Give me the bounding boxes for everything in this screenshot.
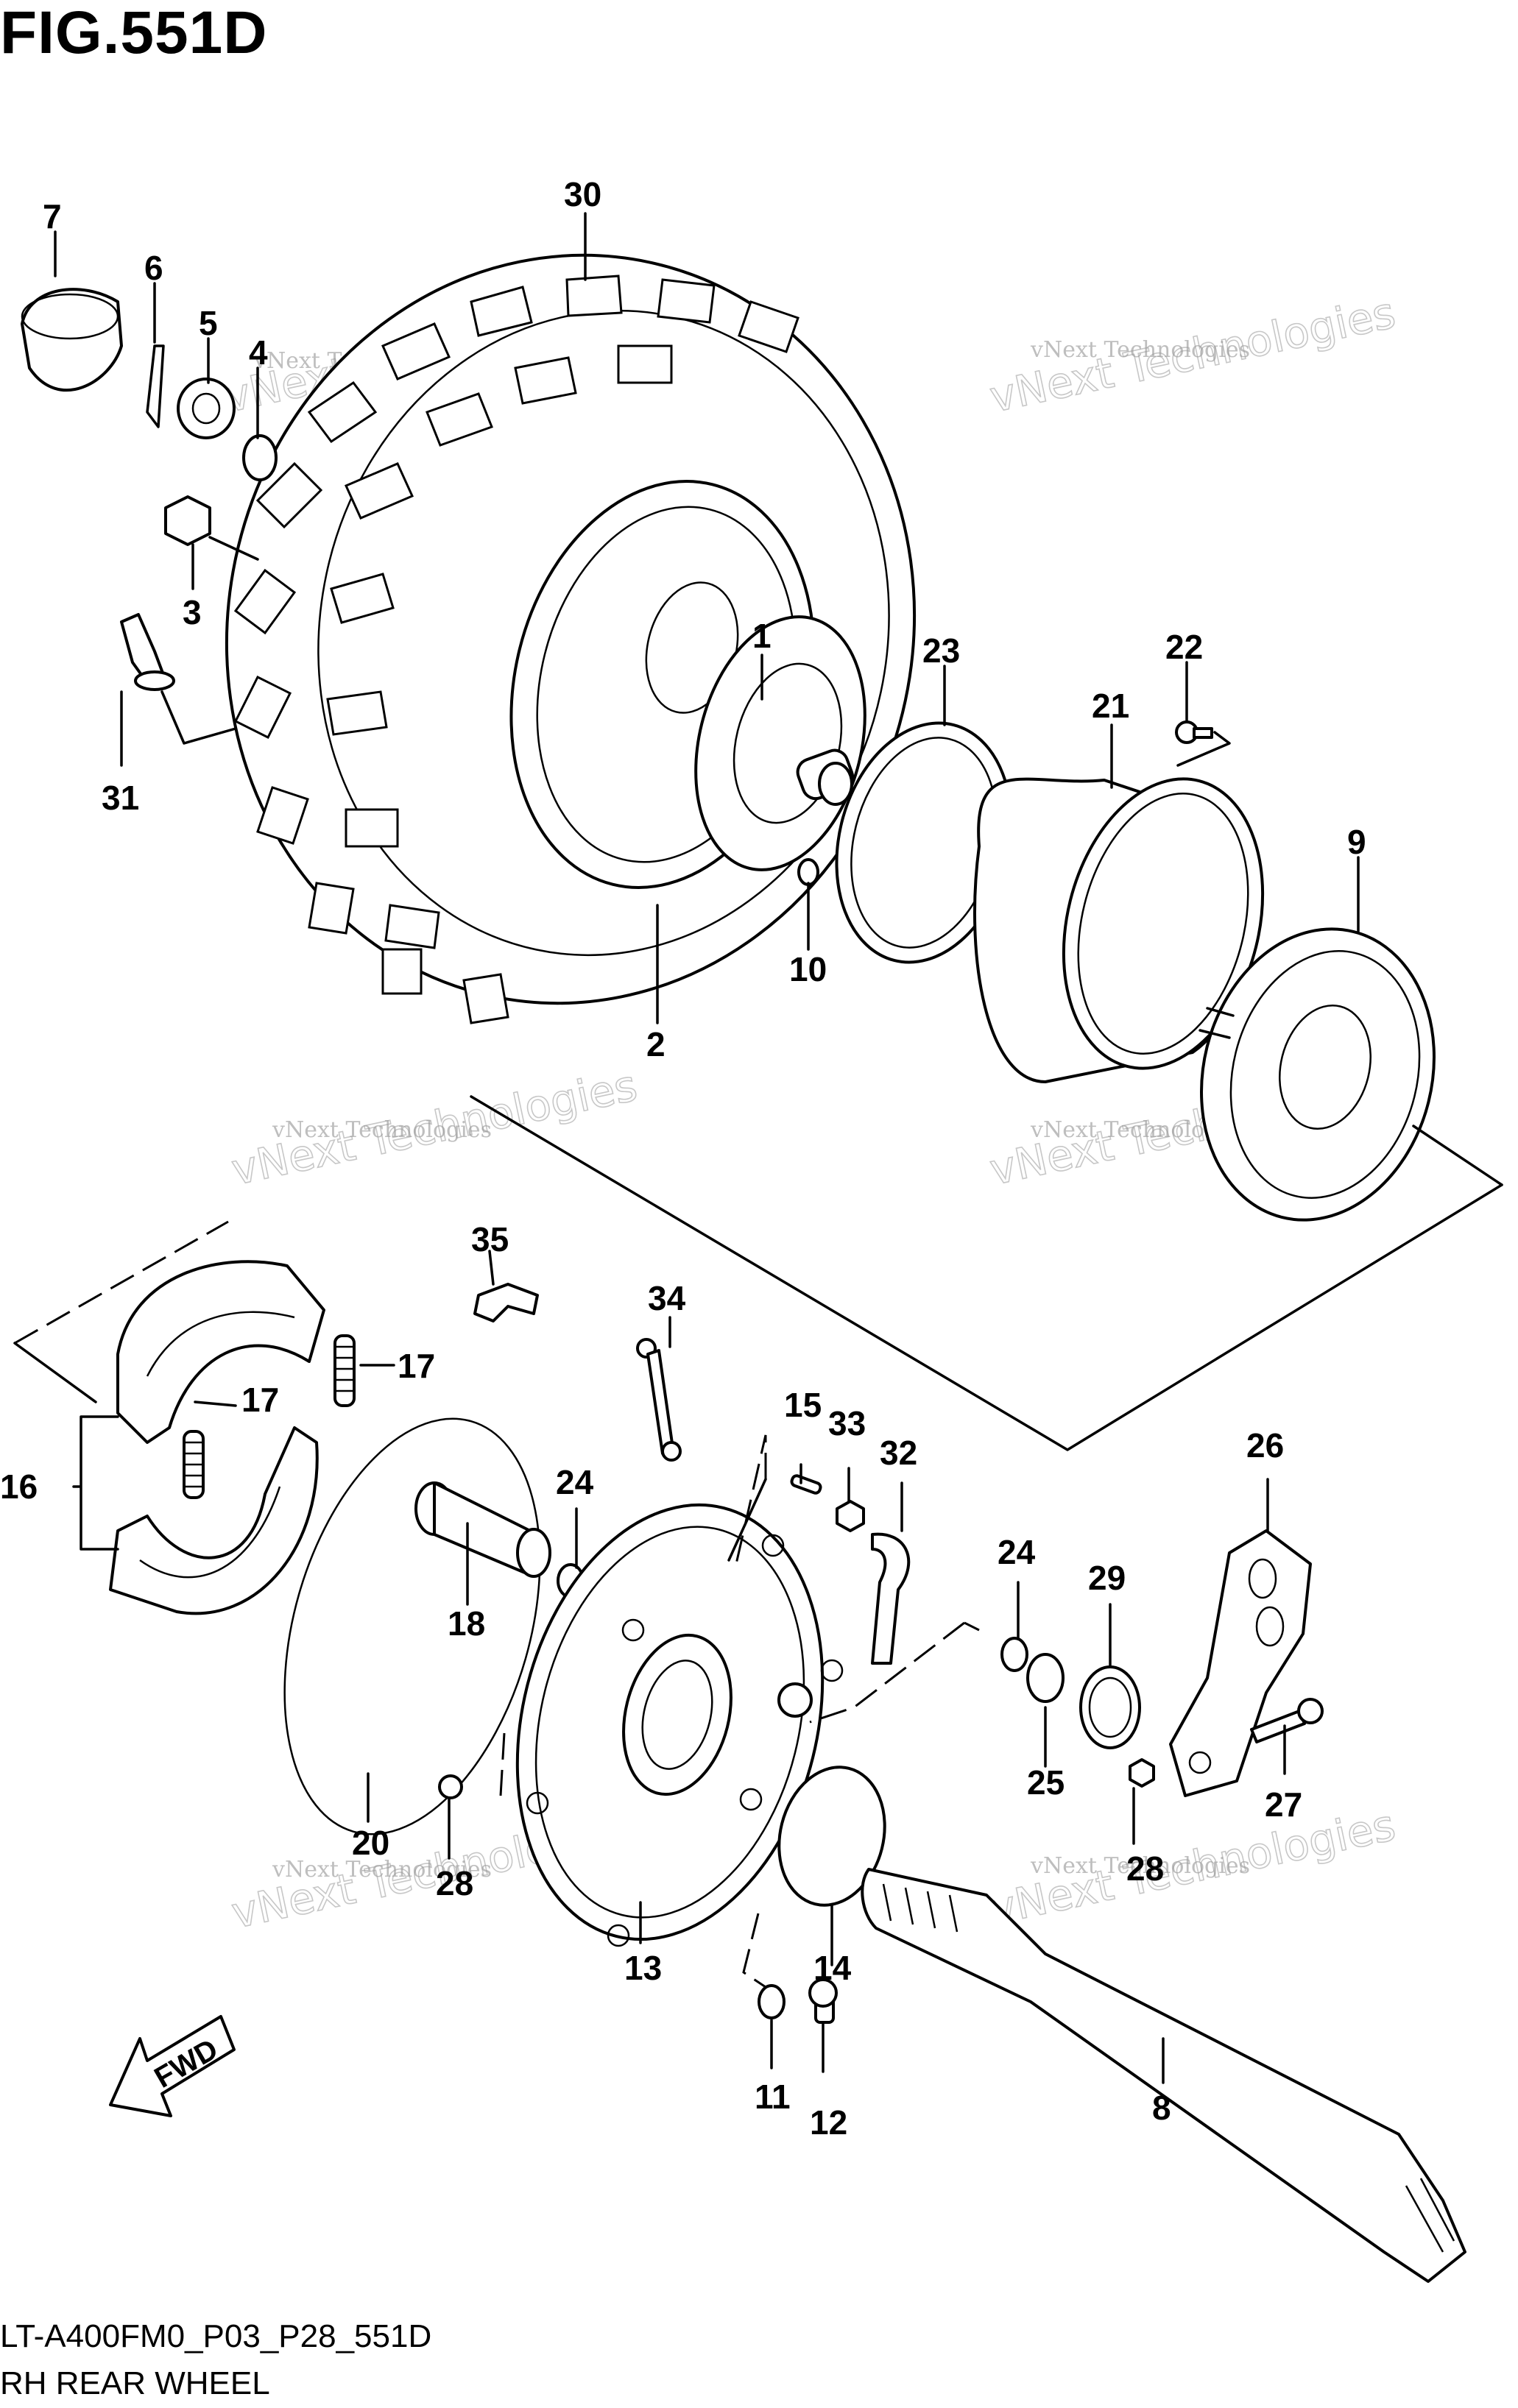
callout-5: 5 — [199, 304, 218, 342]
brake-lever — [636, 1338, 682, 1462]
wheel-hub — [694, 615, 866, 871]
leader-lines — [54, 212, 1360, 2084]
figure-caption: RH REAR WHEEL — [0, 2365, 270, 2401]
washer-11 — [758, 1984, 786, 2019]
nut-33 — [836, 1500, 865, 1532]
callout-33: 33 — [828, 1404, 866, 1442]
o-ring-24 — [1000, 1637, 1028, 1672]
large-o-ring — [283, 1417, 541, 1835]
wheel-nut — [164, 495, 211, 546]
callout-numbers: 7 6 5 4 3 31 30 1 2 10 23 21 22 9 35 34 … — [0, 175, 1366, 2142]
assembly-guide-line — [14, 1220, 229, 1345]
callout-35: 35 — [471, 1220, 509, 1258]
callout-24: 24 — [556, 1463, 594, 1501]
dashed-assembly-lines — [499, 1434, 980, 1989]
callout-28: 28 — [1126, 1849, 1164, 1888]
callout-10: 10 — [789, 950, 827, 988]
figure-title: FIG.551D — [0, 0, 268, 66]
callout-26: 26 — [1246, 1426, 1284, 1465]
brake-shoe-lower — [109, 1426, 319, 1615]
castle-nut — [177, 378, 236, 439]
callout-3: 3 — [183, 593, 202, 631]
callout-6: 6 — [144, 249, 163, 287]
nut-28-right — [1129, 1758, 1155, 1788]
callout-16: 16 — [0, 1467, 38, 1506]
fwd-arrow: FWD — [109, 2015, 236, 2117]
bolt-28-left — [438, 1774, 463, 1799]
callout-8: 8 — [1152, 2089, 1171, 2127]
callout-18: 18 — [448, 1604, 485, 1643]
callout-12: 12 — [810, 2103, 847, 2142]
callout-34: 34 — [648, 1279, 686, 1317]
callout-29: 29 — [1088, 1559, 1126, 1597]
callout-1: 1 — [752, 617, 772, 655]
callout-2: 2 — [646, 1025, 666, 1063]
tire-tread — [233, 275, 799, 1024]
pin-15 — [790, 1474, 822, 1495]
callout-13: 13 — [624, 1949, 662, 1987]
bolt-12 — [808, 1978, 838, 2024]
callout-15: 15 — [784, 1386, 822, 1424]
watermark-small: vNext Technologies — [272, 1857, 492, 1883]
brake-camshaft — [414, 1481, 551, 1578]
callout-25: 25 — [1027, 1763, 1065, 1802]
callout-20: 20 — [352, 1824, 389, 1862]
figure-code: LT-A400FM0_P03_P28_551D — [0, 2318, 432, 2354]
clip — [473, 1283, 539, 1322]
breather-hose — [871, 1532, 911, 1665]
watermark-small: vNext Technologies — [1030, 1853, 1250, 1879]
brake-backing-plate — [515, 1503, 844, 1947]
bolt-27 — [1250, 1698, 1324, 1743]
valve-stem — [120, 613, 175, 691]
torsion-spring — [1079, 1665, 1141, 1749]
callout-17: 17 — [241, 1381, 279, 1419]
callout-22: 22 — [1165, 628, 1203, 666]
cotter-pin — [146, 344, 165, 428]
callout-9: 9 — [1347, 823, 1366, 861]
callout-30: 30 — [564, 175, 601, 213]
callout-14: 14 — [813, 1949, 852, 1987]
assembly-guide-line — [13, 1342, 97, 1403]
callout-21: 21 — [1092, 687, 1129, 725]
brake-shoe-upper — [116, 1260, 325, 1444]
washer-25 — [1026, 1653, 1065, 1703]
brake-drum — [1198, 927, 1436, 1222]
callout-27: 27 — [1265, 1785, 1302, 1824]
assembly-guide-line — [470, 1095, 1503, 1451]
return-spring-lower — [183, 1430, 205, 1499]
return-spring-upper — [333, 1334, 356, 1407]
callout-31: 31 — [102, 779, 139, 817]
watermark-small: vNext Technologies — [1030, 337, 1250, 363]
callout-7: 7 — [43, 197, 62, 236]
callout-28: 28 — [436, 1864, 473, 1902]
callout-4: 4 — [249, 333, 268, 372]
watermark-small: vNext Technologies — [272, 1117, 492, 1143]
castle-nut-cover — [21, 288, 123, 392]
callout-23: 23 — [922, 631, 960, 670]
callout-32: 32 — [880, 1434, 917, 1472]
assembly-guide-line — [1412, 1125, 1503, 1186]
brake-arm — [1169, 1529, 1312, 1797]
bolt-22 — [1175, 720, 1213, 744]
brake-drum-cover — [973, 777, 1265, 1083]
callout-24: 24 — [998, 1533, 1036, 1571]
callout-11: 11 — [755, 2078, 791, 2116]
callout-17: 17 — [398, 1347, 435, 1385]
o-ring — [797, 858, 819, 886]
o-ring-14 — [777, 1766, 886, 1907]
washer-4 — [242, 434, 278, 481]
